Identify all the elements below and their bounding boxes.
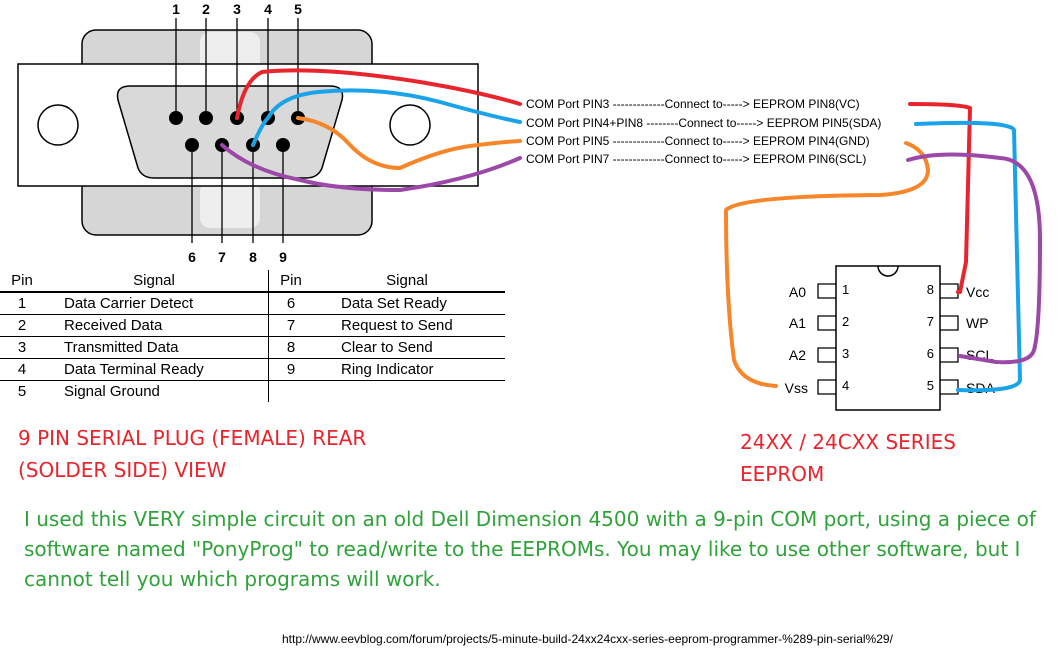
chip-pin-6: 6 [927,346,934,361]
cell: Clear to Send [313,336,505,359]
pin-number-9: 9 [279,249,287,265]
cell: Ring Indicator [313,358,505,381]
cell: Request to Send [313,314,505,337]
cell: Data Carrier Detect [44,292,269,315]
connection-text-2: COM Port PIN4+PIN8 --------Connect to---… [526,116,881,130]
cell: Data Set Ready [313,292,505,315]
wire-pin3-vcc [235,68,972,294]
table-row: 5 Signal Ground [0,380,505,403]
header-pin: Pin [0,270,44,293]
cell: 6 [268,292,313,315]
wiring-diagram: 1 2 3 4 5 6 7 8 9 A0 A1 A2 Vss 1 2 3 4 8… [17,1,1042,411]
cell [268,380,313,402]
pin-table: Pin Signal Pin Signal 1 Data Carrier Det… [0,270,505,402]
cell: Data Terminal Ready [44,358,269,381]
chip-pin-4: 4 [842,378,849,393]
header-signal: Signal [44,270,269,293]
pin-number-2: 2 [202,1,210,17]
db9-connector: 1 2 3 4 5 6 7 8 9 [17,1,479,265]
pin-number-8: 8 [249,249,257,265]
header-pin-2: Pin [268,270,313,293]
cell: 4 [0,358,44,381]
cell: 2 [0,314,44,337]
chip-pin-7: 7 [927,314,934,329]
cell [313,381,505,403]
table-row: 4 Data Terminal Ready 9 Ring Indicator [0,358,505,381]
chip-pin-2: 2 [842,314,849,329]
pin-table-header: Pin Signal Pin Signal [0,270,505,293]
eeprom-caption: 24XX / 24CXX SERIES EEPROM [740,426,956,490]
pin-number-6: 6 [188,249,196,265]
connection-text-1: COM Port PIN3 -------------Connect to---… [526,97,860,111]
chip-label-a0: A0 [789,284,806,300]
eeprom-caption-line2: EEPROM [740,462,825,486]
wire-pin5-gnd [296,116,930,388]
cell: Received Data [44,314,269,337]
plug-caption: 9 PIN SERIAL PLUG (FEMALE) REAR (SOLDER … [18,422,366,486]
chip-label-vss: Vss [785,380,808,396]
cell: 8 [268,336,313,359]
source-url[interactable]: http://www.eevblog.com/forum/projects/5-… [282,632,893,646]
pin-number-7: 7 [218,249,226,265]
pin-number-4: 4 [264,1,272,17]
cell: Transmitted Data [44,336,269,359]
table-row: 1 Data Carrier Detect 6 Data Set Ready [0,292,505,315]
pin-number-5: 5 [294,1,302,17]
connection-text-3: COM Port PIN5 -------------Connect to---… [526,134,870,148]
chip-pin-8: 8 [927,282,934,297]
cell: 7 [268,314,313,337]
cell: 5 [17,382,27,400]
connection-text-4: COM Port PIN7 -------------Connect to---… [526,152,866,166]
plug-caption-line2: (SOLDER SIDE) VIEW [18,458,227,482]
eeprom-caption-line1: 24XX / 24CXX SERIES [740,430,956,454]
table-row: 2 Received Data 7 Request to Send [0,314,505,337]
plug-caption-line1: 9 PIN SERIAL PLUG (FEMALE) REAR [18,426,367,450]
table-row: 3 Transmitted Data 8 Clear to Send [0,336,505,359]
wire-pin7-scl [220,143,1042,365]
cell: 9 [268,358,313,381]
chip-pin-3: 3 [842,346,849,361]
wire-pin4-pin8-sda [251,88,1022,393]
chip-pin-1: 1 [842,282,849,297]
cell: Signal Ground [64,382,160,400]
cell: 3 [0,336,44,359]
chip-label-wp: WP [966,315,989,331]
pin-number-1: 1 [172,1,180,17]
header-signal-2: Signal [313,270,505,293]
pin-number-3: 3 [233,1,241,17]
chip-pin-5: 5 [927,378,934,393]
chip-label-a2: A2 [789,347,806,363]
chip-label-a1: A1 [789,315,806,331]
usage-note: I used this VERY simple circuit on an ol… [24,507,1036,591]
cell: 1 [0,292,44,315]
chip-label-vcc: Vcc [966,284,989,300]
